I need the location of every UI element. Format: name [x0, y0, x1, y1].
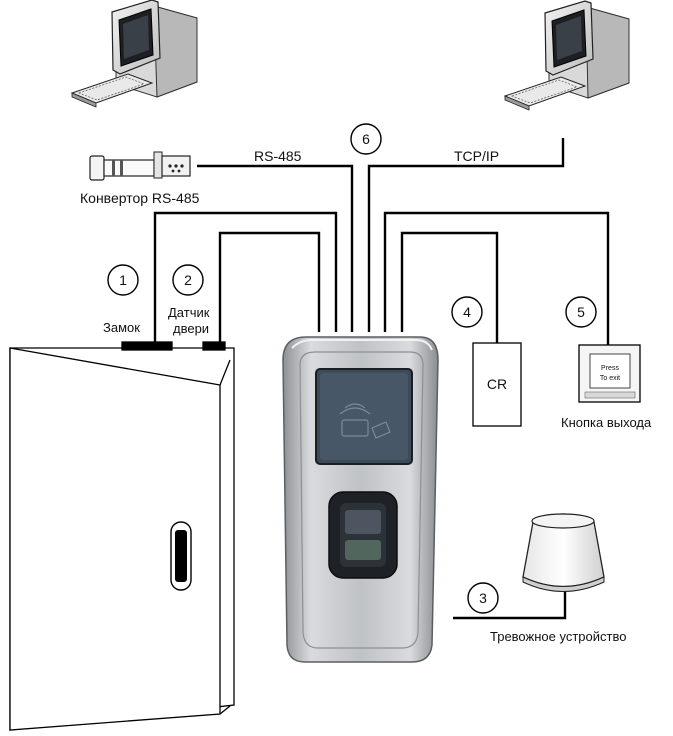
card-reader: CR [472, 342, 522, 427]
marker-1-label: 1 [119, 272, 127, 288]
exit-button-face-line1: Press [601, 365, 619, 372]
marker-1: 1 [107, 264, 139, 296]
lock-label: Замок [103, 320, 140, 335]
wire-exit-button [383, 211, 610, 345]
wiring [153, 138, 610, 620]
door-sensor-label-line2: двери [173, 321, 209, 336]
converter-label: Конвертор RS-485 [80, 190, 200, 206]
wire-tcpip [367, 138, 565, 332]
card-reader-label: CR [487, 376, 507, 392]
exit-button: Press To exit [578, 344, 641, 403]
alarm-device [522, 513, 605, 592]
computer-left [70, 0, 198, 108]
marker-5: 5 [565, 296, 597, 328]
marker-4: 4 [451, 296, 483, 328]
rs485-converter [89, 151, 191, 181]
marker-5-label: 5 [577, 304, 585, 320]
door [9, 341, 235, 731]
door-sensor-block [202, 341, 226, 351]
marker-3: 3 [467, 582, 499, 614]
marker-3-label: 3 [479, 590, 487, 606]
wire-card-reader [400, 231, 499, 343]
tcpip-label: TCP/IP [454, 148, 499, 164]
exit-button-face-line2: To exit [600, 375, 620, 382]
lock-block [121, 341, 173, 351]
door-sensor-label-line1: Датчик [168, 305, 210, 320]
wire-lock [153, 211, 338, 346]
marker-6: 6 [350, 123, 382, 155]
exit-button-label: Кнопка выхода [561, 415, 652, 430]
marker-4-label: 4 [463, 304, 471, 320]
card-symbol-icon [339, 403, 391, 439]
marker-2-label: 2 [184, 272, 192, 288]
rs485-label: RS-485 [254, 148, 302, 164]
computer-right [503, 0, 630, 111]
alarm-label: Тревожное устройство [490, 629, 626, 644]
access-control-terminal [282, 336, 439, 663]
marker-6-label: 6 [362, 131, 370, 147]
wire-door-sensor [218, 231, 321, 346]
wire-rs485 [197, 164, 354, 332]
marker-2: 2 [172, 264, 204, 296]
wire-alarm [453, 590, 567, 620]
